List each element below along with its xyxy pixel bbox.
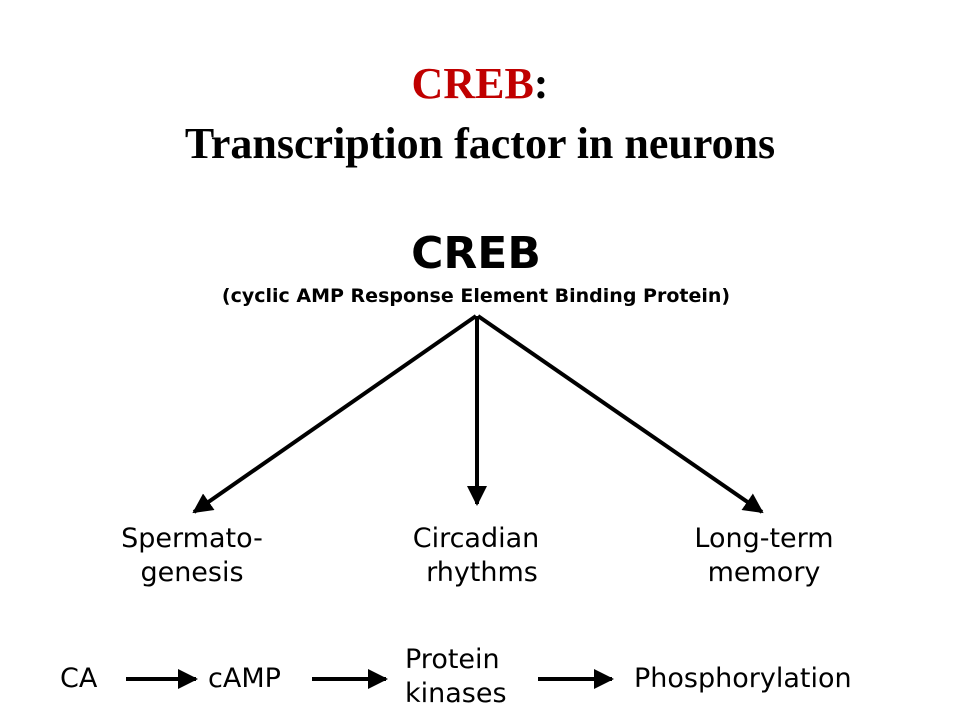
branch-line-1: Spermato- xyxy=(121,523,263,554)
branch-line-2: memory xyxy=(707,557,821,588)
pathway-step-protein-kinases: Protein kinases xyxy=(405,643,507,711)
pathway-step-line-2: kinases xyxy=(405,678,507,709)
arrow-to-spermatogenesis xyxy=(192,314,478,514)
center-node-label: CREB xyxy=(411,228,541,279)
title-line-1: CREB: xyxy=(0,58,960,110)
branch-line-1: Long-term xyxy=(694,523,834,554)
branch-line-2: rhythms xyxy=(426,557,538,588)
pathway-step-ca: CA xyxy=(60,663,98,694)
pathway-step-line-1: Protein xyxy=(405,644,500,675)
title-colon: : xyxy=(533,59,549,108)
pathway-step-phosphorylation: Phosphorylation xyxy=(634,663,852,694)
arrow-to-long-term-memory xyxy=(476,314,764,514)
branch-spermatogenesis: Spermato- genesis xyxy=(72,522,312,590)
page-title: Transcription factor in neurons xyxy=(184,119,776,168)
pathway-step-camp: cAMP xyxy=(208,663,281,694)
branch-circadian-rhythms: Circadian rhythms xyxy=(356,522,596,590)
branch-long-term-memory: Long-term memory xyxy=(644,522,884,590)
branch-line-2: genesis xyxy=(140,557,244,588)
center-node-expansion: (cyclic AMP Response Element Binding Pro… xyxy=(221,285,731,307)
branch-line-1: Circadian xyxy=(412,523,540,554)
title-accent: CREB xyxy=(411,59,534,108)
